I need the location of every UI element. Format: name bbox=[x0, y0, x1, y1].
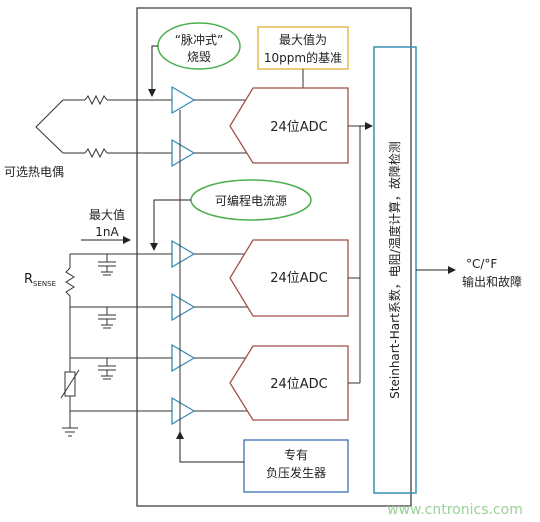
burnout-label: 烧毁 bbox=[187, 49, 211, 64]
amp-output-lines bbox=[194, 99, 253, 412]
max-current-line1: 最大值 bbox=[89, 207, 125, 222]
burnout-quote-label: “脉冲式” bbox=[175, 32, 223, 47]
ground-capacitors bbox=[98, 254, 116, 380]
amp-6 bbox=[171, 396, 196, 426]
neg-voltage-line1: 专有 bbox=[284, 447, 308, 462]
adc-3-label: 24位ADC bbox=[270, 377, 328, 392]
adc-2-label: 24位ADC bbox=[270, 271, 328, 286]
current-source-arrow bbox=[150, 199, 191, 251]
adc-2 bbox=[229, 239, 349, 317]
output-line1: °C/°F bbox=[466, 257, 497, 271]
amp-5 bbox=[171, 343, 196, 373]
watermark: www.cntronics.com bbox=[387, 502, 523, 518]
adc-blocks bbox=[229, 87, 349, 421]
current-source-label: 可编程电流源 bbox=[215, 193, 287, 208]
rsense-label: RSENSE bbox=[24, 272, 56, 288]
amp-4 bbox=[171, 292, 196, 322]
adc-3 bbox=[229, 345, 349, 421]
max-current-line2: 1nA bbox=[95, 225, 119, 239]
neg-voltage-box bbox=[243, 439, 349, 493]
neg-voltage-arrow bbox=[176, 431, 244, 463]
amp-3 bbox=[171, 239, 196, 269]
neg-voltage-line2: 负压发生器 bbox=[266, 465, 326, 480]
output-line2: 输出和故障 bbox=[462, 274, 522, 289]
amplifiers bbox=[171, 85, 196, 426]
chip-outline bbox=[136, 7, 412, 507]
processor-label: Steinhart-Hart系数，电阻/温度计算，故障检测 bbox=[387, 141, 402, 399]
adc-output-lines bbox=[348, 125, 361, 384]
burnout-arrow bbox=[148, 45, 158, 97]
sensor-network bbox=[60, 253, 172, 437]
thermocouple-label: 可选热电偶 bbox=[4, 165, 64, 179]
adc-1 bbox=[229, 87, 349, 164]
amp-1 bbox=[171, 85, 196, 115]
reference-line1: 最大值为 bbox=[279, 32, 327, 47]
reference-line2: 10ppm的基准 bbox=[264, 50, 342, 65]
thermocouple bbox=[35, 94, 172, 159]
adc-1-label: 24位ADC bbox=[270, 120, 328, 135]
amp-2 bbox=[171, 138, 196, 168]
